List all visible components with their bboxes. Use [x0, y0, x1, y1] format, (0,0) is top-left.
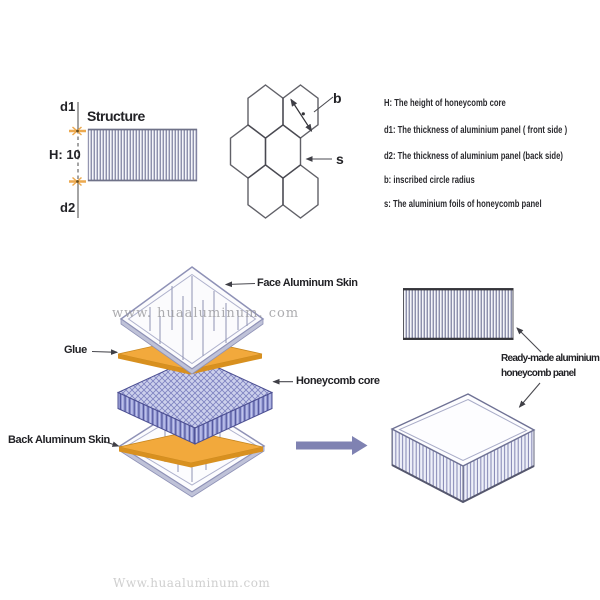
back-panel-marker [69, 176, 86, 187]
hexagon-pattern [229, 84, 319, 219]
process-arrow [296, 436, 368, 455]
face-skin-label: Face Aluminum Skin [257, 277, 358, 289]
result-caption-line1: Ready-made aluminium [501, 353, 600, 364]
glue-leader [91, 349, 119, 355]
back-skin-leader [103, 440, 120, 447]
back-skin-label: Back Aluminum Skin [8, 434, 110, 446]
d1-label: d1 [60, 99, 76, 114]
legend-item-b: b: inscribed circle radius [384, 174, 475, 186]
glue-layer-bottom [118, 430, 264, 468]
glue-label: Glue [64, 344, 87, 356]
b-label: b [333, 90, 342, 106]
front-panel-marker [69, 126, 86, 136]
result-upper-leader [516, 327, 542, 353]
honeycomb-core-block [116, 356, 274, 445]
face-skin-leader [224, 281, 256, 288]
structure-diagram [69, 102, 198, 218]
result-lower-leader [518, 382, 541, 408]
legend-item-d1: d1: The thickness of aluminium panel ( f… [384, 124, 568, 136]
inscribed-radius-line [290, 98, 313, 132]
exploded-view [91, 266, 293, 498]
height-label: H: 10 [49, 147, 81, 162]
watermark-center: www. huaaluminum. com [112, 306, 300, 321]
b-leader-line [313, 96, 334, 113]
s-label: s [336, 151, 344, 167]
legend-item-d2: d2: The thickness of aluminium panel (ba… [384, 150, 563, 162]
core-label: Honeycomb core [296, 375, 380, 387]
face-skin-layer [119, 266, 265, 375]
d2-label: d2 [60, 200, 76, 215]
watermark-bottom: Www.huaaluminum.com [113, 576, 271, 590]
legend-item-h: H: The height of honeycomb core [384, 97, 506, 109]
structure-title: Structure [87, 108, 145, 124]
result-caption-line2: honeycomb panel [501, 368, 576, 379]
result-panel-section [403, 288, 514, 340]
hexagon-annotations [290, 96, 334, 162]
core-section-rect [87, 128, 198, 182]
result-panel-3d [390, 393, 536, 504]
legend-item-s: s: The aluminium foils of honeycomb pane… [384, 198, 542, 210]
